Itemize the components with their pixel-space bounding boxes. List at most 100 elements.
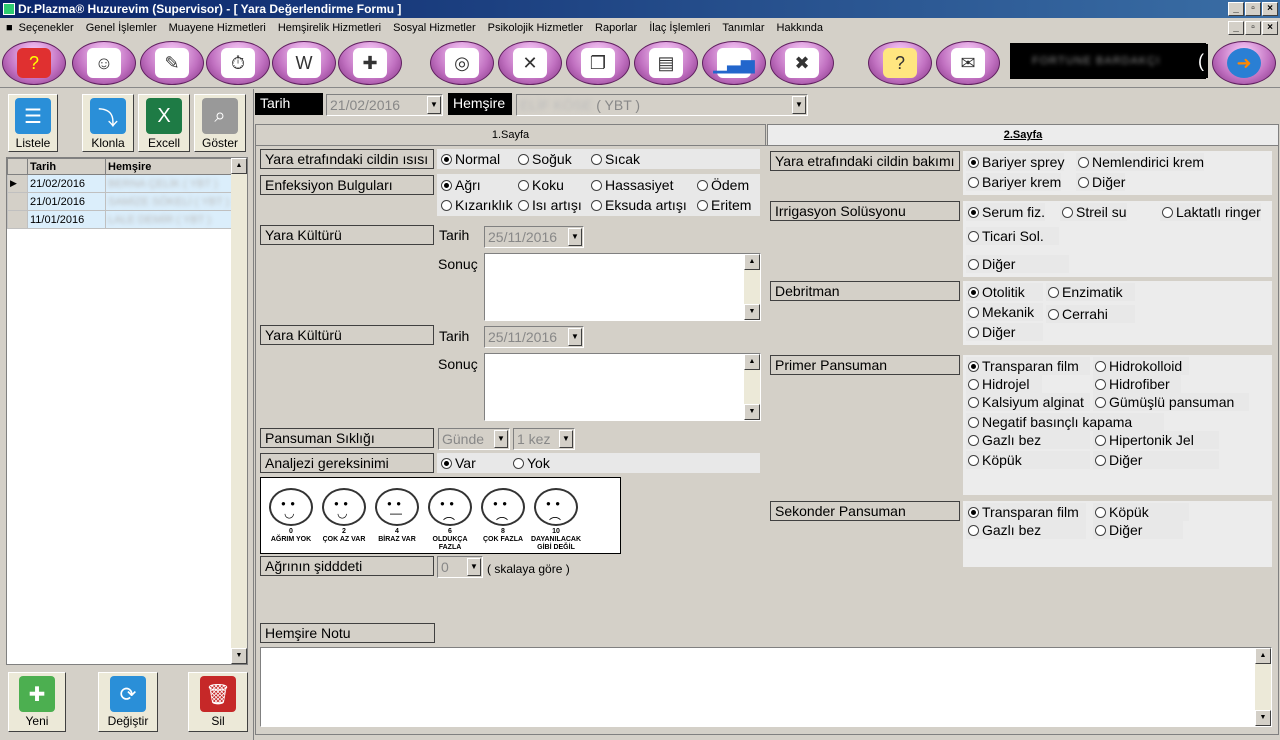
check-hassasiyet[interactable]: Hassasiyet (589, 176, 674, 194)
kultur1-tarih-combo[interactable]: 25/11/2016▼ (484, 226, 584, 248)
tarih-combo[interactable]: 21/02/2016▼ (326, 94, 443, 116)
chevron-down-icon[interactable]: ▼ (568, 228, 582, 246)
menu-ilac[interactable]: İlaç İşlemleri (649, 22, 711, 34)
radio-hidrofiber[interactable]: Hidrofiber (1093, 375, 1181, 393)
radio-hipertonik-jel[interactable]: Hipertonik Jel (1093, 431, 1219, 449)
radio-irrigasyon-diger[interactable]: Diğer (966, 255, 1069, 273)
word-doc-icon[interactable]: W (272, 41, 336, 85)
chevron-down-icon[interactable]: ▼ (568, 328, 582, 346)
degistir-button[interactable]: ⟳Değiştir (98, 672, 158, 732)
clipboard-icon[interactable]: ▤ (634, 41, 698, 85)
minimize-button[interactable]: _ (1228, 2, 1244, 16)
check-agri[interactable]: Ağrı (439, 176, 481, 194)
agri-combo[interactable]: 0▼ (437, 556, 483, 578)
listele-button[interactable]: ☰Listele (8, 94, 58, 152)
stopwatch-icon[interactable]: ⏱ (206, 41, 270, 85)
check-isi-artisi[interactable]: Isı artışı (516, 196, 582, 214)
chevron-down-icon[interactable]: ▼ (559, 430, 573, 448)
yeni-button[interactable]: ✚Yeni (8, 672, 66, 732)
menu-tanimlar[interactable]: Tanımlar (722, 22, 765, 34)
radio-sicak[interactable]: Sıcak (589, 150, 641, 168)
radio-primer-transparan[interactable]: Transparan film (966, 357, 1090, 375)
check-koku[interactable]: Koku (516, 176, 564, 194)
globe-icon[interactable]: ➜ (1212, 41, 1276, 85)
doctors-icon[interactable]: ☺ (72, 41, 136, 85)
child-close-button[interactable]: × (1262, 21, 1278, 35)
goster-button[interactable]: ⌕Göster (194, 94, 246, 152)
bandage-icon[interactable]: ✕ (498, 41, 562, 85)
child-restore-button[interactable]: ▫ (1245, 21, 1261, 35)
menu-sosyal[interactable]: Sosyal Hizmetler (393, 22, 476, 34)
radio-primer-gazli-bez[interactable]: Gazlı bez (966, 431, 1090, 449)
radio-normal[interactable]: Normal (439, 150, 501, 168)
tab-sayfa-1[interactable]: 1.Sayfa (255, 124, 766, 146)
radio-yok[interactable]: Yok (511, 454, 550, 472)
radio-serum-fiz[interactable]: Serum fiz. (966, 203, 1046, 221)
menu-raporlar[interactable]: Raporlar (595, 22, 638, 34)
grid-header-hemsire[interactable]: Hemşire (105, 158, 233, 175)
menu-psikolojik[interactable]: Psikolojik Hizmetler (487, 22, 584, 34)
sil-button[interactable]: 🗑Sil (188, 672, 248, 732)
wrench-icon[interactable]: ✖ (770, 41, 834, 85)
tools-icon[interactable]: ✎ (140, 41, 204, 85)
radio-mekanik[interactable]: Mekanik (966, 303, 1043, 321)
check-kizariklik[interactable]: Kızarıklık (439, 196, 513, 214)
radio-sekonder-diger[interactable]: Diğer (1093, 521, 1183, 539)
menu-doc-icon[interactable]: ■ (6, 22, 13, 34)
radio-debritman-diger[interactable]: Diğer (966, 323, 1043, 341)
siklik-period-combo[interactable]: Günde▼ (438, 428, 510, 450)
radio-cerrahi[interactable]: Cerrahi (1046, 305, 1135, 323)
chevron-down-icon[interactable]: ▼ (792, 96, 806, 114)
radio-negatif-basincli[interactable]: Negatif basınçlı kapama (966, 413, 1164, 431)
check-eritem[interactable]: Eritem (695, 196, 752, 214)
grid-header-tarih[interactable]: Tarih (27, 158, 106, 175)
note-help-icon[interactable]: ? (868, 41, 932, 85)
kultur1-sonuc-memo[interactable]: ▲▼ (484, 253, 761, 321)
child-minimize-button[interactable]: _ (1228, 21, 1244, 35)
radio-laktatli-ringer[interactable]: Laktatlı ringer (1160, 203, 1261, 221)
close-button[interactable]: × (1262, 2, 1278, 16)
radio-bakim-diger[interactable]: Diğer (1076, 173, 1126, 191)
chart-icon[interactable]: ▁▃▅ (702, 41, 766, 85)
menu-genel[interactable]: Genel İşlemler (85, 22, 157, 34)
radio-gumuslu[interactable]: Gümüşlü pansuman (1093, 393, 1249, 411)
hemsire-combo[interactable]: ELİF KÖSE ( YBT )▼ (516, 94, 808, 116)
menu-seçenekler[interactable]: Seçenekler (18, 22, 74, 34)
radio-var[interactable]: Var (439, 454, 476, 472)
radio-hidrojel[interactable]: Hidrojel (966, 375, 1042, 393)
check-odem[interactable]: Ödem (695, 176, 750, 194)
grid-scrollbar[interactable]: ▲▼ (231, 158, 247, 664)
help-head-icon[interactable]: ? (2, 41, 66, 85)
radio-streil-su[interactable]: Streil su (1060, 203, 1127, 221)
check-eksuda[interactable]: Eksuda artışı (589, 196, 687, 214)
chevron-down-icon[interactable]: ▼ (494, 430, 508, 448)
menu-hakkinda[interactable]: Hakkında (776, 22, 823, 34)
radio-hidrokolloid[interactable]: Hidrokolloid (1093, 357, 1189, 375)
chevron-down-icon[interactable]: ▼ (467, 558, 481, 576)
kultur2-tarih-combo[interactable]: 25/11/2016▼ (484, 326, 584, 348)
radio-nemlendirici[interactable]: Nemlendirici krem (1076, 153, 1205, 171)
radio-primer-diger[interactable]: Diğer (1093, 451, 1219, 469)
documents-icon[interactable]: ❐ (566, 41, 630, 85)
radio-primer-kopuk[interactable]: Köpük (966, 451, 1090, 469)
radio-sekonder-kopuk[interactable]: Köpük (1093, 503, 1189, 521)
radio-enzimatik[interactable]: Enzimatik (1046, 283, 1135, 301)
menu-hemsirelik[interactable]: Hemşirelik Hizmetleri (277, 22, 382, 34)
siklik-count-combo[interactable]: 1 kez▼ (513, 428, 575, 450)
chevron-down-icon[interactable]: ▼ (427, 96, 441, 114)
radio-bariyer-krem[interactable]: Bariyer krem (966, 173, 1062, 191)
radio-bariyer-sprey[interactable]: Bariyer sprey (966, 153, 1065, 171)
klonla-button[interactable]: ⤵Klonla (82, 94, 134, 152)
radio-ticari-sol[interactable]: Ticari Sol. (966, 227, 1059, 245)
maximize-button[interactable]: ▫ (1245, 2, 1261, 16)
radio-soguk[interactable]: Soğuk (516, 150, 572, 168)
kultur2-sonuc-memo[interactable]: ▲▼ (484, 353, 761, 421)
menu-muayene[interactable]: Muayene Hizmetleri (168, 22, 266, 34)
pills-icon[interactable]: ✚ (338, 41, 402, 85)
radio-sekonder-gazli-bez[interactable]: Gazlı bez (966, 521, 1086, 539)
radio-sekonder-transparan[interactable]: Transparan film (966, 503, 1086, 521)
